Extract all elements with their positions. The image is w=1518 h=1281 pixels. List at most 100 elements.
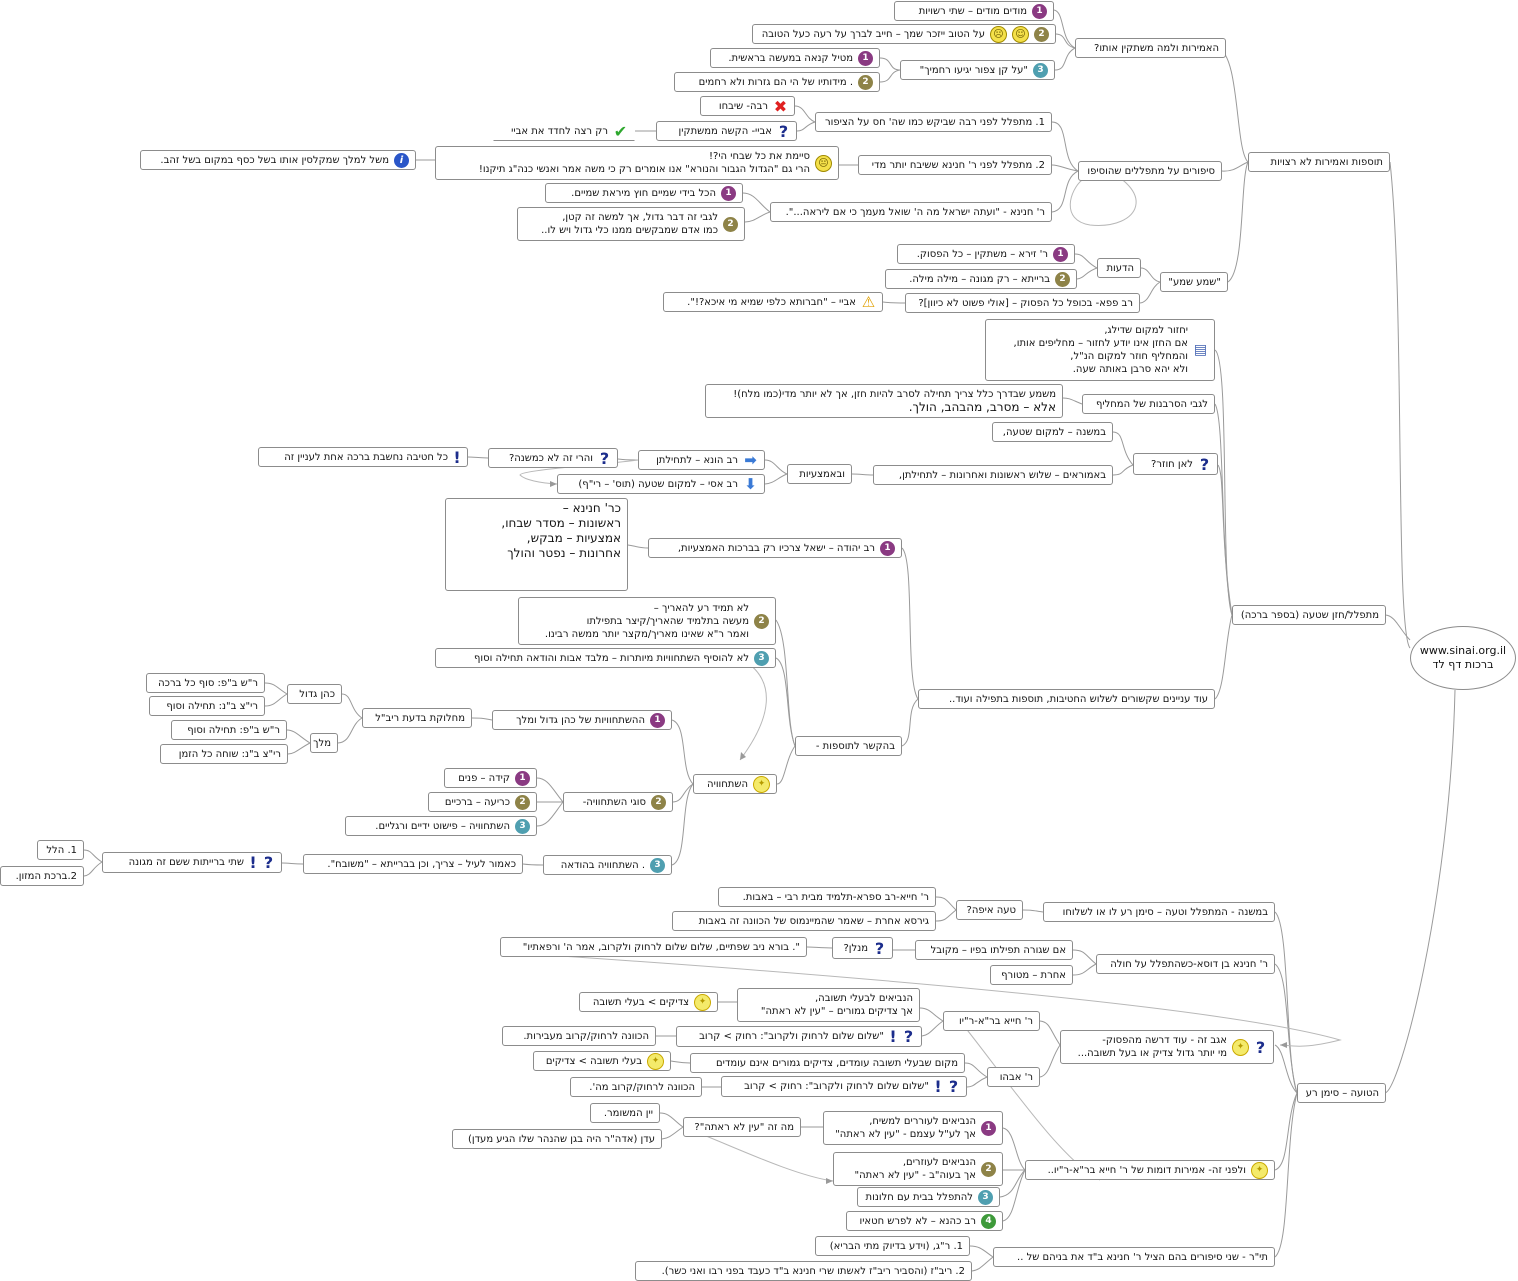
node-kol-bracha[interactable]: !כל חטיבה נחשבת ברכה אחת לעניין זה bbox=[258, 447, 468, 467]
node-r-chanina-yiraa[interactable]: ר' חנינא - "ועתה ישראל מה ה' שואל מעמך כ… bbox=[770, 202, 1052, 222]
node-r-chiya[interactable]: ר' חייא-רב ספרא-תלמיד מבית רבי – באבות. bbox=[718, 887, 936, 907]
number-4-icon: 4 bbox=[981, 1213, 996, 1229]
node-kaamor[interactable]: כאמור לעיל – צריך, וכן בברייתא – "משובח"… bbox=[303, 854, 523, 874]
node-bamishna-simon[interactable]: במשנה - המתפלל וטעה – סימן רע לו או לשלו… bbox=[1043, 902, 1275, 922]
exclamation-icon: ! bbox=[889, 1027, 897, 1046]
node-taut-eifa[interactable]: טעה איפה? bbox=[956, 900, 1023, 920]
node-rit-m[interactable]: רי"צ ב"נ: שוחה כל הזמן bbox=[160, 744, 288, 764]
node-bekesher[interactable]: בהקשר לתוספות - bbox=[795, 736, 902, 756]
node-rabba-shibach[interactable]: ✖רבה- שיבחו bbox=[700, 96, 795, 116]
node-hishtachavaya[interactable]: ✦השתחוויה bbox=[693, 774, 777, 794]
node-shalom2[interactable]: ?!"שלום שלום לרחוק ולקרוב": רחוק > קרוב bbox=[721, 1076, 967, 1097]
node-rybz[interactable]: 2. ריב"ז (והסביר ריב"ז לאשתו שרי חנינא ב… bbox=[635, 1261, 972, 1281]
node-sipurim[interactable]: סיפורים על מתפללים שהוסיפו bbox=[1078, 161, 1222, 181]
node-im-shgura[interactable]: אם שגורה תפילתו בפיו – מקובל bbox=[915, 940, 1073, 960]
node-rav-huna[interactable]: ➡רב הונא – לתחילתן bbox=[638, 450, 765, 470]
node-agav[interactable]: ?✦אגב זה - עוד דרשה מהפסוק-מי יותר גדול … bbox=[1060, 1030, 1274, 1064]
number-1-icon: 1 bbox=[858, 50, 873, 66]
node-r-chanina-dosa[interactable]: ר' חנינא בן דוסא-כשהתפלל על חולה bbox=[1096, 954, 1275, 974]
node-od-inyanim[interactable]: עוד עניינים שקשורים לשלוש החטיבות, תוספו… bbox=[918, 689, 1215, 709]
node-makom-baalei[interactable]: מקום שבעלי תשובה עומדים, צדיקים גמורים א… bbox=[690, 1053, 965, 1073]
node-rav-asi[interactable]: ⬇רב אסי – למקום שטעה (תוס' – רי"ף) bbox=[557, 474, 765, 494]
node-resh-kg[interactable]: ר"ש ב"פ: סוף כל ברכה bbox=[146, 673, 265, 693]
node-hanviim-baalei[interactable]: הנביאים לבעלי תשובה,אך צדיקים גמורים – "… bbox=[737, 988, 920, 1022]
node-rav-papa[interactable]: רב פפא- בכופל כל הפסוק – [אולי פשוט לא כ… bbox=[905, 293, 1140, 313]
node-mashma[interactable]: משמע שבדרך כלל צריך תחילה לסרב להיות חזן… bbox=[705, 384, 1063, 418]
node-eden[interactable]: עדן (אדה"ר היה בגן שהנהר שלו הגיע מעדן) bbox=[452, 1129, 662, 1149]
node-bore-niv[interactable]: ". בורא ניב שפתיים, שלום שלום לרחוק ולקר… bbox=[500, 937, 807, 957]
node-kohen-gadol[interactable]: כהן גדול bbox=[287, 684, 342, 704]
node-baalei-tzadikim[interactable]: ✦בעלי תשובה > צדיקים bbox=[533, 1051, 671, 1071]
node-resh-m[interactable]: ר"ש ב"פ: תחילה וסוף bbox=[171, 720, 287, 740]
node-midotav[interactable]: 2. מידותיו של הי הם גזרות ולא רחמים bbox=[674, 72, 880, 92]
node-yayin[interactable]: יין המשומר. bbox=[590, 1103, 660, 1123]
node-harei-ze[interactable]: ?והרי זה לא כמשנה? bbox=[488, 448, 618, 468]
question-icon: ? bbox=[903, 1027, 914, 1046]
node-birkat-hamazon[interactable]: 2.ברכת המזון. bbox=[0, 866, 84, 886]
node-uvaemtzaiyot[interactable]: ובאמצעיות bbox=[787, 464, 852, 484]
node-amirot[interactable]: האמירות ולמה משתקין אותו? bbox=[1075, 38, 1226, 58]
node-hadeot[interactable]: הדעות bbox=[1097, 258, 1141, 278]
node-bhodaa[interactable]: 3. השתחוויה בהודאה bbox=[543, 855, 672, 875]
node-metapel[interactable]: מתפלל/חזן שטעה (בספר ברכה) bbox=[1232, 605, 1386, 625]
node-shtei-braitot[interactable]: ?!שתי ברייתות ששם זה מגונה bbox=[102, 852, 282, 873]
node-hakavana-rachok[interactable]: הכוונה לרחוק/קרוב מעבירות. bbox=[502, 1026, 656, 1046]
node-bamishna[interactable]: במשנה – למקום שטעה, bbox=[992, 422, 1113, 442]
node-r-chiya-bar-abba[interactable]: ר' חייא בר"א-ר"יו bbox=[943, 1011, 1040, 1031]
node-al-kan[interactable]: 3"על קן צפור יגיעו רחמיך" bbox=[900, 60, 1055, 80]
node-lean-chozer[interactable]: ?לאן חוזר? bbox=[1133, 453, 1218, 475]
node-melech[interactable]: מלך bbox=[310, 733, 338, 753]
node-rit-kg[interactable]: רי"צ ב"נ: תחילה וסוף bbox=[149, 696, 265, 716]
node-baamoraim[interactable]: באמוראים – שלוש ראשונות ואחרונות – לתחיל… bbox=[873, 465, 1113, 485]
node-lifnei-ze[interactable]: ✦ולפני זה- אמירות דומות של ר' חייא בר"א-… bbox=[1025, 1160, 1275, 1180]
node-achrat[interactable]: אחרת – מטורף bbox=[990, 965, 1073, 985]
node-abaye-chavruta[interactable]: ⚠אביי – "חברותא כלפי שמיא מי איכא?!". bbox=[663, 292, 883, 312]
node-hatoe[interactable]: הטועה – סימן רע bbox=[1297, 1083, 1386, 1103]
node-hakavana2[interactable]: הכוונה לרחוק/קרוב מה'. bbox=[570, 1077, 702, 1097]
node-rak-retza[interactable]: ✔רק רצה לחדד את אביי bbox=[493, 121, 635, 141]
node-rn-yodea[interactable]: 1. ר"ג, (וידע בדיוק מתי הבריא) bbox=[815, 1236, 970, 1256]
node-r-chanina-2[interactable]: 2. מתפלל לפני ר' חנינא ששיבח יותר מדי bbox=[858, 155, 1052, 175]
node-serbanut[interactable]: לגבי הסרבנות של המחליף bbox=[1082, 394, 1215, 414]
node-abaye-q[interactable]: ?אביי- הקשה ממשתקין bbox=[656, 121, 797, 141]
node-siyamta[interactable]: 😐סיימת את כל שבחי הי?!הרי גם "הגדול הגבו… bbox=[435, 146, 839, 180]
node-hallel[interactable]: 1. הלל bbox=[37, 840, 84, 860]
node-kar-chanina[interactable]: כר' חנינא –ראשונות – מסדר שבחו,אמצעיות –… bbox=[445, 498, 628, 591]
node-shema[interactable]: "שמע שמע" bbox=[1160, 272, 1228, 292]
node-tosafot[interactable]: תוספות ואמירות לא רצויות bbox=[1248, 152, 1390, 172]
node-tzadikim-baalei[interactable]: ✦צדיקים > בעלי תשובה bbox=[579, 992, 718, 1012]
number-2-icon: 2 bbox=[1055, 271, 1070, 287]
node-al-hatov[interactable]: 2☺☹על הטוב ייזכר שמך – חייב לברך על רעה … bbox=[752, 24, 1056, 44]
node-ma-ze-ayin[interactable]: מה זה "עין לא ראתה"? bbox=[683, 1117, 801, 1137]
node-tir[interactable]: תי"ר - שני סיפורים בהם הציל ר' חנינא ב"ד… bbox=[993, 1247, 1275, 1267]
node-machloket[interactable]: מחלוקת בדעת ריב"ל bbox=[362, 708, 472, 728]
node-minayin[interactable]: ?מנלן? bbox=[832, 937, 893, 959]
note-icon: ▤ bbox=[1193, 341, 1208, 358]
node-shalom-rachok-karov[interactable]: ?!"שלום שלום לרחוק ולקרוב": רחוק > קרוב bbox=[676, 1026, 922, 1047]
node-r-abahu[interactable]: ר' אבהו bbox=[987, 1067, 1040, 1087]
node-girsa[interactable]: גירסא אחרת – שאמר שהמיינמוס של הכוונה זה… bbox=[672, 911, 936, 931]
node-rabba[interactable]: 1. מתפלל לפני רבה שביקש כמו שה' חס על הצ… bbox=[815, 112, 1052, 132]
node-yachzor-note[interactable]: ▤יחזור למקום שדילג,אם החזן אינו יודע לחז… bbox=[985, 319, 1215, 381]
